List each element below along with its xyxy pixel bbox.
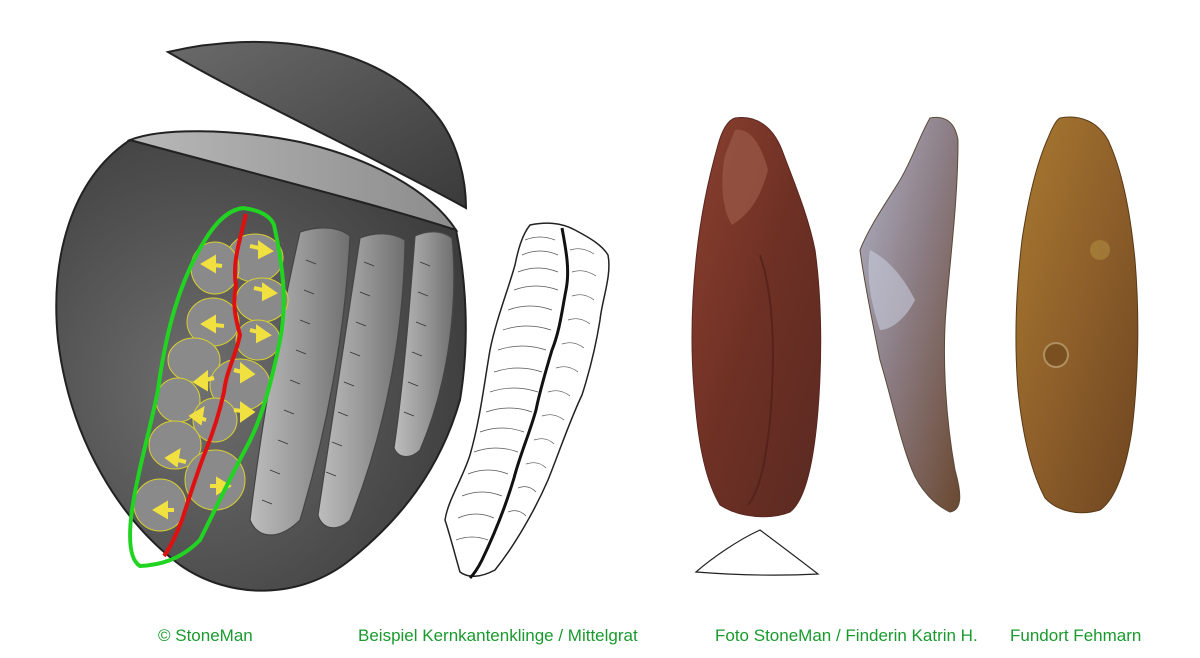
crested-blade-drawing [444,222,610,580]
core-illustration [55,40,468,592]
caption-example: Beispiel Kernkantenklinge / Mittelgrat [358,626,638,645]
blade-outline [444,222,610,577]
flute-2 [317,233,406,529]
blade-midline-ridge [468,227,570,580]
flint-blade-grey [859,116,961,513]
flint-blade-amber [1015,116,1139,514]
blade-scars [249,227,455,536]
flute-3 [393,231,455,458]
cross-section-outline [694,529,820,576]
blade-photo-back [1015,116,1139,514]
core-platform [126,130,459,232]
caption-photo-credit: Foto StoneMan / Finderin Katrin H. [715,626,978,645]
caption-copyright: © StoneMan [158,626,253,645]
blade-photo-front [691,116,822,518]
caption-find-location: Fundort Fehmarn [1010,626,1142,645]
facet [148,420,202,470]
core-cap [165,40,468,210]
blade-photo-side [859,116,961,513]
facet [133,478,187,532]
flint-blade-redbrown [691,116,822,518]
crest-outline [128,205,286,569]
flake-direction-arrows [152,240,278,520]
central-ridge-line [162,213,248,558]
